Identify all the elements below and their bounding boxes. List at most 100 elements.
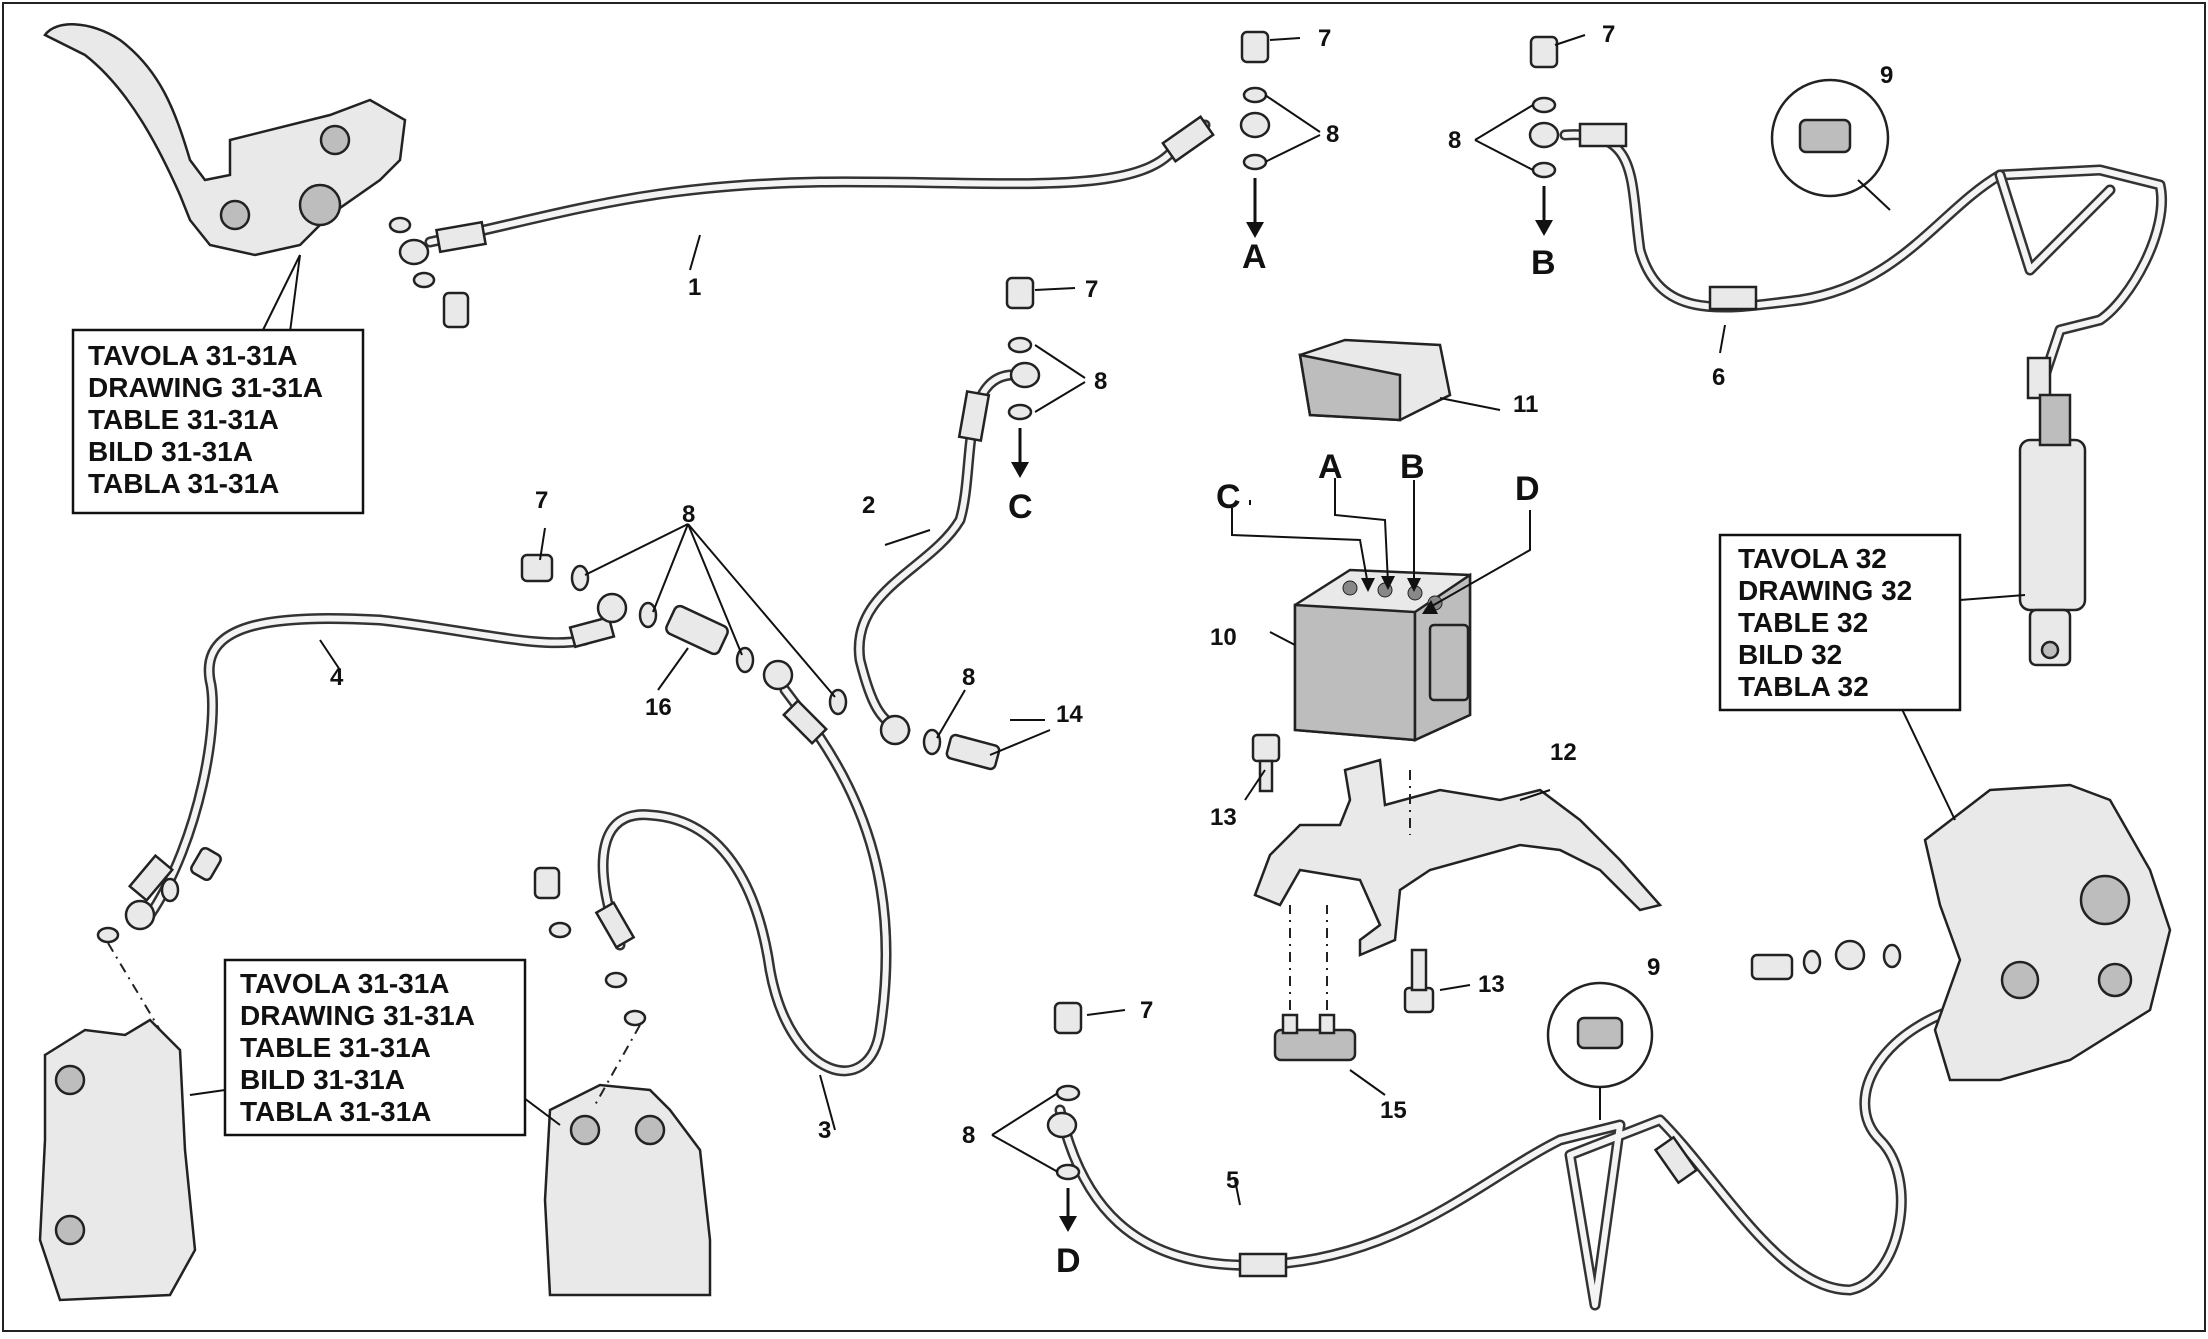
ref-line: DRAWING 31-31A [240,1000,475,1031]
hose-crimp-icon [434,220,488,254]
hose-crimp-icon [782,699,828,745]
bolt-icon [1403,986,1435,1014]
bolt-shaft [1410,948,1428,992]
banjo-bolt-icon [533,866,561,900]
rubber-damper-icon [1273,905,1357,1062]
banjo-fitting-icon [1834,939,1866,971]
callout-12: 12 [1550,739,1577,766]
hose-4 [144,613,606,921]
hose-crimp-icon [127,853,175,903]
banjo-bolt-icon [1053,1001,1083,1035]
sealing-washer-icon [604,971,628,989]
bolt-icon [1251,733,1281,763]
lever-master-cylinder-icon [43,23,407,333]
flow-arrows [1011,178,1553,1232]
ref-line: TABLA 32 [1738,671,1869,702]
ref-line: TABLA 31-31A [88,468,279,499]
ref-line: TABLA 31-31A [240,1096,431,1127]
sealing-washer-icon [570,564,590,592]
brake-hoses [144,119,2167,1311]
abs-bracket-icon [1253,758,1663,957]
hose-crimp-icon [1653,1135,1699,1185]
sealing-washer-icon [638,601,658,629]
banjo-bolt-icon [1005,276,1035,310]
union-fitting-icon [665,604,729,656]
callout-8: 8 [1094,368,1107,395]
rear-caliper-icon [1923,783,2172,1082]
front-caliper-icon [38,942,197,1302]
banjo-bolt-icon [945,733,1001,771]
fasteners [96,30,1902,1181]
hose-clamps [1546,78,1891,1120]
callout-11: 11 [1513,391,1538,418]
sealing-washer-icon [623,1009,647,1027]
sealing-washer-icon [1055,1084,1081,1102]
callout-9: 9 [1647,954,1660,981]
callout-7: 7 [1318,25,1331,52]
banjo-fitting-icon [398,238,430,266]
sealing-washer-icon [96,926,120,944]
sealing-washer-icon [735,646,755,674]
callout-8: 8 [962,664,975,691]
hose-crimp-icon [1161,115,1215,163]
abs-unit-icon [1293,568,1472,742]
callout-10: 10 [1210,624,1237,651]
callout-8: 8 [1448,127,1461,154]
ref-line: TAVOLA 31-31A [88,340,298,371]
callout-13: 13 [1478,971,1505,998]
sealing-washer-icon [1055,1163,1081,1181]
ref-line: TAVOLA 31-31A [240,968,450,999]
sealing-washer-icon [1531,96,1557,114]
callout-7: 7 [1140,997,1153,1024]
callout-14: 14 [1056,701,1083,728]
banjo-bolt-icon [1240,30,1270,64]
port-letter-c: C [1216,478,1241,516]
callout-7: 7 [535,487,548,514]
sealing-washer-icon [1531,161,1557,179]
port-letters: A B C D C A B D [1008,238,1556,1280]
sealing-washer-icon [160,877,180,903]
banjo-bolt-icon [1750,953,1794,981]
ref-line: BILD 31-31A [240,1064,405,1095]
sealing-washer-icon [1882,943,1902,969]
callouts: 1 2 3 4 5 6 7 7 7 7 7 8 8 8 8 8 8 9 9 10… [330,21,1893,1194]
banjo-fitting-icon [1239,111,1271,139]
callout-6: 6 [1712,364,1725,391]
banjo-fitting-icon [762,659,794,691]
banjo-bolt-icon [1529,35,1559,69]
hose-crimp-icon [568,615,616,649]
front-caliper-icon [543,1024,712,1297]
ref-line: TABLE 31-31A [240,1032,431,1063]
sealing-washer-icon [1242,86,1268,104]
sealing-washer-icon [548,921,572,939]
hose-crimp-icon [1238,1252,1288,1278]
callout-8: 8 [682,501,695,528]
banjo-bolt-icon [442,291,470,329]
ref-line: TAVOLA 32 [1738,543,1887,574]
sealing-washer-icon [1007,403,1033,421]
banjo-fitting-icon [596,592,628,624]
port-letter-d: D [1515,470,1540,508]
callout-2: 2 [862,492,875,519]
letter-c: C [1008,488,1033,526]
callout-16: 16 [645,694,672,721]
banjo-fitting-icon [1009,361,1041,389]
ref-table-31-top: TAVOLA 31-31A DRAWING 31-31A TABLE 31-31… [71,328,365,515]
sealing-washer-icon [1007,336,1033,354]
ref-line: TABLE 32 [1738,607,1868,638]
hose-clamp-icon [1798,118,1852,154]
callout-7: 7 [1085,276,1098,303]
callout-3: 3 [818,1117,831,1144]
ref-line: DRAWING 31-31A [88,372,323,403]
hose-crimp-icon [594,900,636,950]
sealing-washer-icon [1802,949,1822,975]
ref-line: TABLE 31-31A [88,404,279,435]
ref-table-31-bottom: TAVOLA 31-31A DRAWING 31-31A TABLE 31-31… [223,958,527,1137]
hose-fittings [127,115,2052,1278]
sealing-washer-icon [388,216,412,234]
letter-b: B [1531,244,1556,282]
banjo-bolt-icon [190,846,222,882]
sealing-washer-icon [922,728,942,756]
